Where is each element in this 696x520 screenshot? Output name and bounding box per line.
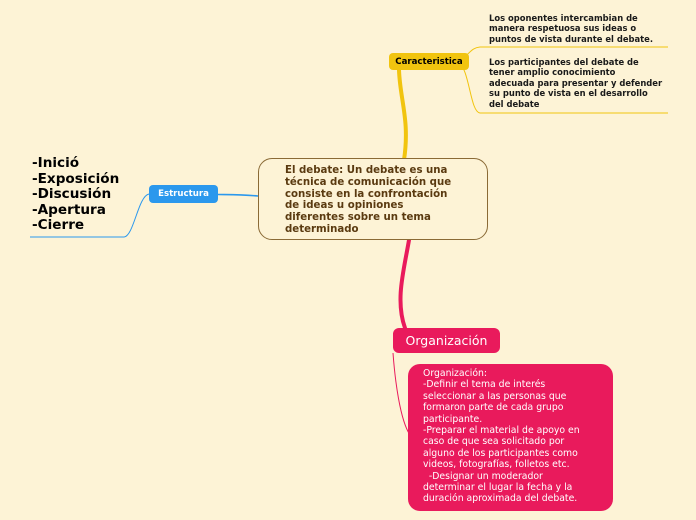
org-line: duración aproximada del debate. <box>423 493 578 505</box>
central-line: determinado <box>285 223 359 235</box>
note-line: tener amplio conocimiento <box>489 67 616 78</box>
central-line: técnica de comunicación que <box>285 176 452 188</box>
note-line: puntos de vista durante el debate. <box>489 33 654 44</box>
org-line: -Definir el tema de interés <box>423 379 546 391</box>
central-line: de ideas u opiniones <box>285 200 404 212</box>
organizacion-detail[interactable]: Organización: -Definir el tema de interé… <box>408 364 613 511</box>
org-line: formaron parte de cada grupo <box>423 402 564 414</box>
central-line: El debate: Un debate es una <box>285 165 448 176</box>
note-oponentes[interactable]: Los oponentes intercambian de manera res… <box>489 13 679 44</box>
estructura-item: -Exposición <box>32 170 120 187</box>
org-line: Organización: <box>423 368 488 379</box>
central-topic[interactable]: El debate: Un debate es una técnica de c… <box>258 158 488 240</box>
note-line: su punto de vista en el desarrollo <box>489 88 648 99</box>
estructura-item: -Apertura <box>32 201 106 218</box>
org-line: seleccionar a las personas que <box>423 390 567 402</box>
note-line: Los oponentes intercambian de <box>489 13 638 23</box>
topic-organizacion[interactable]: Organización <box>393 328 500 353</box>
central-line: consiste en la confrontación <box>285 188 448 200</box>
note-line: manera respetuosa sus ideas o <box>489 23 637 34</box>
connector-organizacion-detail <box>392 352 411 436</box>
org-line: alguno de los participantes como <box>423 447 578 459</box>
org-line: -Designar un moderador <box>423 470 543 482</box>
org-line: determinar el lugar la fecha y la <box>423 482 573 494</box>
note-line: Los participantes del debate de <box>489 57 639 67</box>
estructura-item: -Inició <box>32 155 80 171</box>
topic-caracteristica[interactable]: Caracteristica <box>389 53 469 70</box>
note-participantes[interactable]: Los participantes del debate de tener am… <box>489 57 679 109</box>
central-line: diferentes sobre un tema <box>285 212 431 224</box>
connector-estructura-items <box>30 193 150 238</box>
topic-estructura[interactable]: Estructura <box>149 185 218 203</box>
estructura-item: -Cierre <box>32 217 85 233</box>
org-line: -Preparar el material de apoyo en <box>423 425 580 437</box>
connector-caracteristica <box>397 68 408 162</box>
org-line: caso de que sea solicitado por <box>423 436 565 448</box>
estructura-items[interactable]: -Inició -Exposición -Discusión -Apertura… <box>32 155 142 234</box>
connector-organizacion <box>398 238 411 330</box>
org-line: videos, fotografías, folletos etc. <box>423 459 570 471</box>
note-line: del debate <box>489 98 540 109</box>
estructura-item: -Discusión <box>32 186 112 202</box>
org-line: participante. <box>423 413 483 425</box>
note-line: adecuada para presentar y defender <box>489 77 663 88</box>
